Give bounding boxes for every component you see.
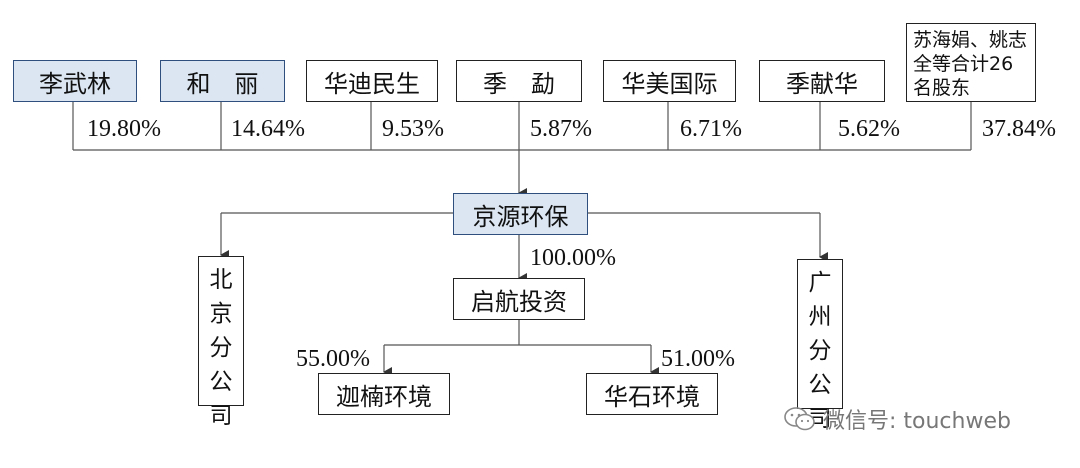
company-box: 京源环保 bbox=[453, 193, 588, 235]
shareholder-pct: 5.87% bbox=[530, 116, 592, 142]
subsub-pct: 51.00% bbox=[661, 346, 735, 372]
shareholder-pct: 19.80% bbox=[87, 116, 161, 142]
shareholder-box-other: 苏海娟、姚志全等合计26名股东 bbox=[906, 23, 1036, 102]
shareholder-box: 和 丽 bbox=[160, 60, 285, 102]
shareholder-pct: 14.64% bbox=[231, 116, 305, 142]
branch-char: 京 bbox=[209, 301, 233, 327]
shareholder-pct: 6.71% bbox=[680, 116, 742, 142]
shareholder-box: 季 勐 bbox=[456, 60, 582, 102]
branch-char: 州 bbox=[808, 304, 832, 330]
branch-beijing-box: 北 京 分 公 司 bbox=[198, 256, 244, 429]
watermark-text: 微信号: touchweb bbox=[823, 409, 1011, 434]
branch-char: 北 bbox=[209, 267, 233, 293]
shareholder-pct: 9.53% bbox=[382, 116, 444, 142]
branch-char: 公 bbox=[209, 369, 233, 395]
shareholder-pct: 37.84% bbox=[982, 116, 1056, 142]
watermark: 微信号: touchweb bbox=[783, 402, 1063, 436]
subsub-pct: 55.00% bbox=[296, 346, 370, 372]
shareholder-box: 李武林 bbox=[13, 60, 137, 102]
wechat-icon bbox=[784, 407, 815, 431]
shareholder-box: 季献华 bbox=[759, 60, 885, 102]
branch-char: 公 bbox=[808, 372, 832, 398]
subsidiary-box: 启航投资 bbox=[453, 278, 585, 320]
subsub-box: 华石环境 bbox=[586, 373, 718, 415]
branch-char: 分 bbox=[808, 338, 832, 364]
shareholder-box: 华迪民生 bbox=[306, 60, 438, 102]
subsidiary-pct: 100.00% bbox=[530, 245, 616, 271]
branch-char: 广 bbox=[808, 270, 832, 296]
shareholder-box: 华美国际 bbox=[603, 60, 736, 102]
branch-guangzhou-box: 广 州 分 公 司 bbox=[797, 259, 843, 432]
subsub-box: 迦楠环境 bbox=[318, 373, 450, 415]
branch-char: 司 bbox=[808, 406, 832, 432]
branch-char: 分 bbox=[209, 335, 233, 361]
branch-char: 司 bbox=[209, 403, 233, 429]
shareholder-pct: 5.62% bbox=[838, 116, 900, 142]
